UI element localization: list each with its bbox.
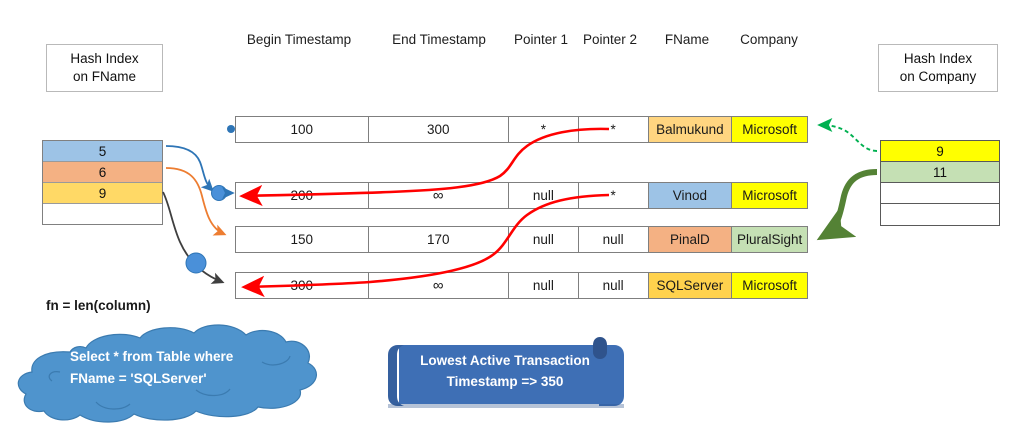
- column-header-company: Company: [740, 32, 798, 47]
- row-4-company: Microsoft: [732, 273, 807, 298]
- row-3-end-timestamp: 170: [369, 227, 510, 252]
- hash-index-company-table: 9 11: [880, 140, 1000, 226]
- hash-connector-orange: [165, 167, 227, 236]
- hash-slot-fname-2[interactable]: 9: [43, 183, 162, 204]
- company-connector-dashed: [817, 117, 878, 152]
- hash-index-fname-table: 5 6 9: [42, 140, 163, 225]
- black-connector-dot: [185, 252, 207, 274]
- hash-connector-black: [162, 191, 225, 284]
- hash-slot-company-0-value: 9: [936, 143, 944, 159]
- column-header-begin-timestamp: Begin Timestamp: [246, 32, 352, 47]
- row-1-anchor-dot: [227, 125, 235, 133]
- hash-slot-company-2[interactable]: [881, 183, 999, 204]
- version-record-row-1[interactable]: 100 300 * * Balmukund Microsoft: [235, 116, 808, 143]
- row-2-pointer-2: *: [579, 183, 649, 208]
- hash-slot-company-1[interactable]: 11: [881, 162, 999, 183]
- row-1-begin-timestamp: 100: [236, 117, 369, 142]
- blue-connector-dot: [211, 185, 227, 201]
- ribbon-line2: Timestamp => 350: [446, 374, 564, 389]
- fn-note-label: fn = len(column): [46, 298, 151, 313]
- version-record-row-4[interactable]: 300 ∞ null null SQLServer Microsoft: [235, 272, 808, 299]
- hash-index-fname-caption-line2: on FName: [72, 69, 137, 84]
- hash-index-fname-caption-line1: Hash Index: [70, 51, 139, 66]
- column-header-end-timestamp: End Timestamp: [392, 32, 486, 47]
- hash-connector-blue: [165, 145, 214, 192]
- hash-slot-company-3[interactable]: [881, 204, 999, 225]
- version-record-row-2[interactable]: 200 ∞ null * Vinod Microsoft: [235, 182, 808, 209]
- row-1-pointer-1: *: [509, 117, 579, 142]
- hash-index-company-caption: Hash Index on Company: [878, 44, 998, 92]
- row-2-fname: Vinod: [648, 183, 733, 208]
- hash-slot-fname-1-value: 6: [98, 164, 107, 180]
- row-3-company: PluralSight: [732, 227, 807, 252]
- hash-index-company-caption-line1: Hash Index: [903, 51, 973, 66]
- hash-slot-fname-1[interactable]: 6: [43, 162, 162, 183]
- hash-slot-fname-2-value: 9: [98, 185, 107, 201]
- row-4-end-timestamp: ∞: [369, 273, 510, 298]
- hash-index-fname-caption: Hash Index on FName: [46, 44, 163, 92]
- row-4-begin-timestamp: 300: [236, 273, 369, 298]
- column-header-pointer-2: Pointer 2: [582, 32, 638, 47]
- row-3-pointer-1: null: [509, 227, 579, 252]
- row-2-end-timestamp: ∞: [369, 183, 510, 208]
- hash-slot-company-0[interactable]: 9: [881, 141, 999, 162]
- hash-slot-fname-0-value: 5: [98, 143, 107, 159]
- hash-slot-company-1-value: 11: [932, 164, 947, 180]
- row-4-fname: SQLServer: [648, 273, 733, 298]
- row-4-pointer-1: null: [509, 273, 579, 298]
- hash-index-company-caption-line2: on Company: [899, 69, 977, 84]
- query-cloud-line2: FName = 'SQLServer': [70, 371, 207, 386]
- column-header-fname: FName: [664, 32, 710, 47]
- row-3-pointer-2: null: [579, 227, 649, 252]
- row-2-begin-timestamp: 200: [236, 183, 369, 208]
- row-1-end-timestamp: 300: [369, 117, 510, 142]
- version-record-row-3[interactable]: 150 170 null null PinalD PluralSight: [235, 226, 808, 253]
- column-header-pointer-1: Pointer 1: [513, 32, 569, 47]
- row-1-company: Microsoft: [732, 117, 807, 142]
- hash-slot-fname-0[interactable]: 5: [43, 141, 162, 162]
- row-1-fname: Balmukund: [648, 117, 733, 142]
- row-3-fname: PinalD: [648, 227, 733, 252]
- row-2-company: Microsoft: [732, 183, 807, 208]
- row-2-pointer-1: null: [509, 183, 579, 208]
- query-cloud-line1: Select * from Table where: [70, 349, 234, 364]
- row-4-pointer-2: null: [579, 273, 649, 298]
- ribbon-line1: Lowest Active Transaction: [420, 353, 590, 368]
- row-1-pointer-2: *: [579, 117, 649, 142]
- company-connector-solid: [816, 169, 878, 241]
- row-3-begin-timestamp: 150: [236, 227, 369, 252]
- hash-slot-fname-3[interactable]: [43, 204, 162, 224]
